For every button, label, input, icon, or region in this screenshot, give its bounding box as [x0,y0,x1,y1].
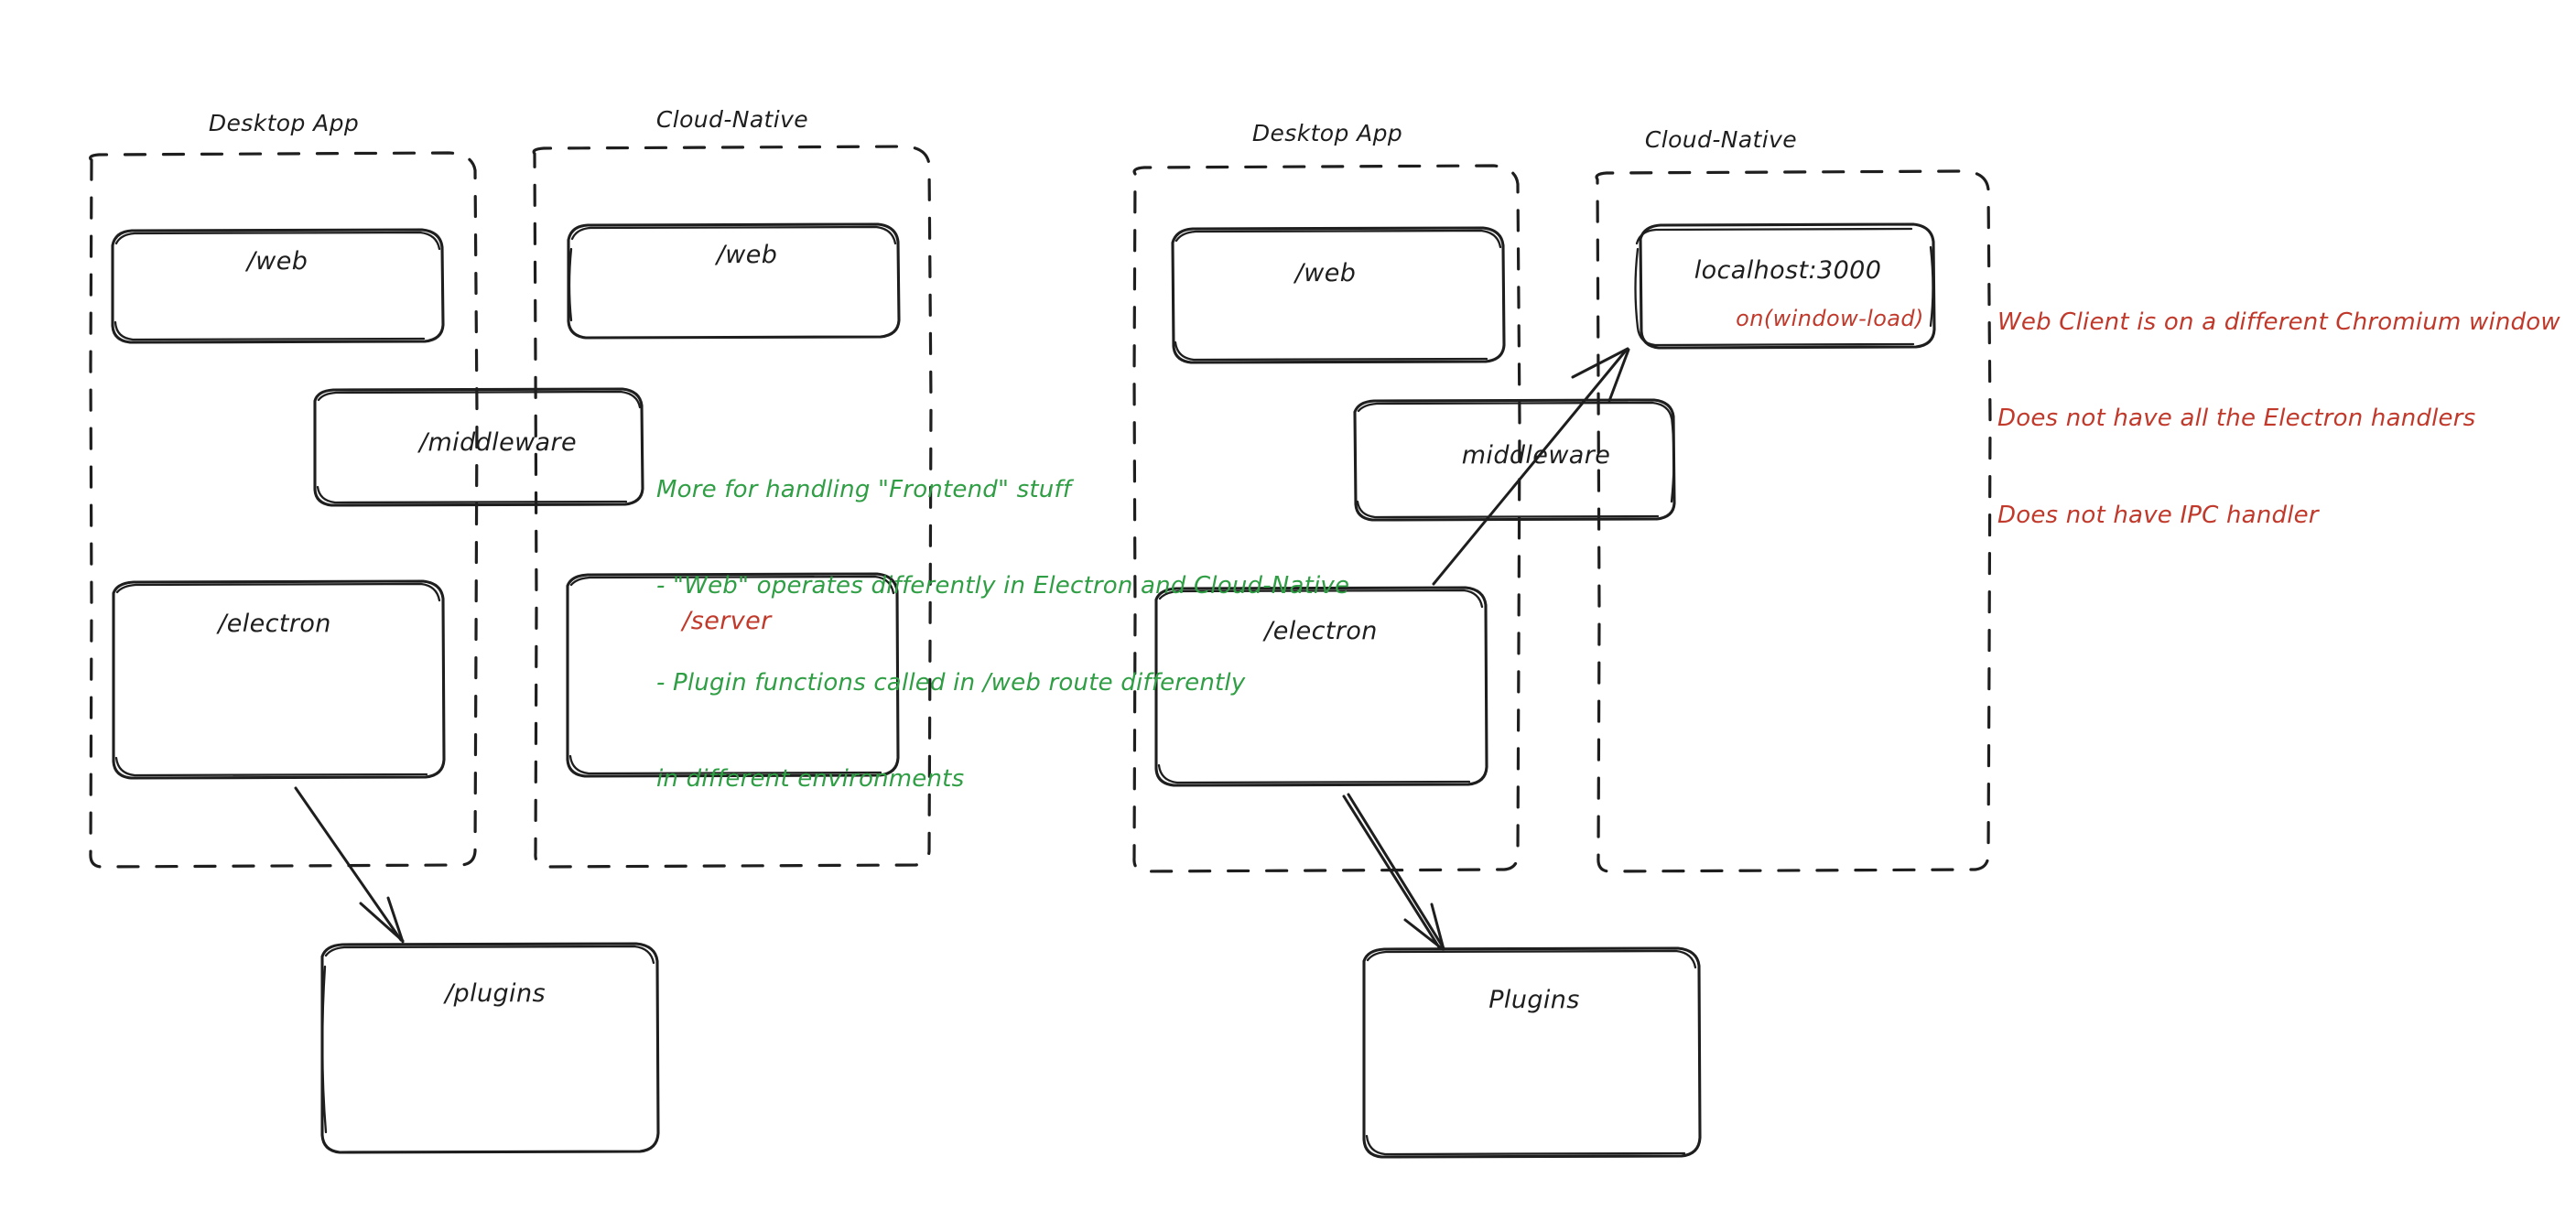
left-node-electron[interactable] [114,580,444,778]
right-edge-electron-to-plugins[interactable] [1342,793,1446,951]
right-group-title-cloud-native: Cloud-Native [1644,126,1798,153]
right-node-plugins[interactable] [1363,947,1701,1158]
right-edge-electron-to-localhost[interactable] [1432,347,1631,587]
right-group-title-desktop-app: Desktop App [1251,120,1403,146]
left-group-title-cloud-native: Cloud-Native [655,106,809,133]
right-red-note[interactable] [1996,238,2325,330]
red-note-line-3: Does not have IPC handler [1997,501,2319,529]
left-group-title-desktop-app: Desktop App [208,110,360,136]
left-node-middleware[interactable] [315,389,643,505]
right-node-localhost[interactable] [1636,222,1936,350]
right-node-desktop-web[interactable] [1173,227,1505,363]
left-node-cloud-web[interactable] [568,223,899,338]
left-edge-electron-to-plugins[interactable] [293,785,406,945]
red-note-line-2: Does not have all the Electron handlers [1997,405,2476,433]
left-green-note[interactable] [654,406,1047,527]
left-node-desktop-web[interactable] [113,229,443,342]
left-node-plugins[interactable] [322,943,658,1152]
left-node-server[interactable] [568,573,898,776]
right-node-electron[interactable] [1155,587,1488,786]
